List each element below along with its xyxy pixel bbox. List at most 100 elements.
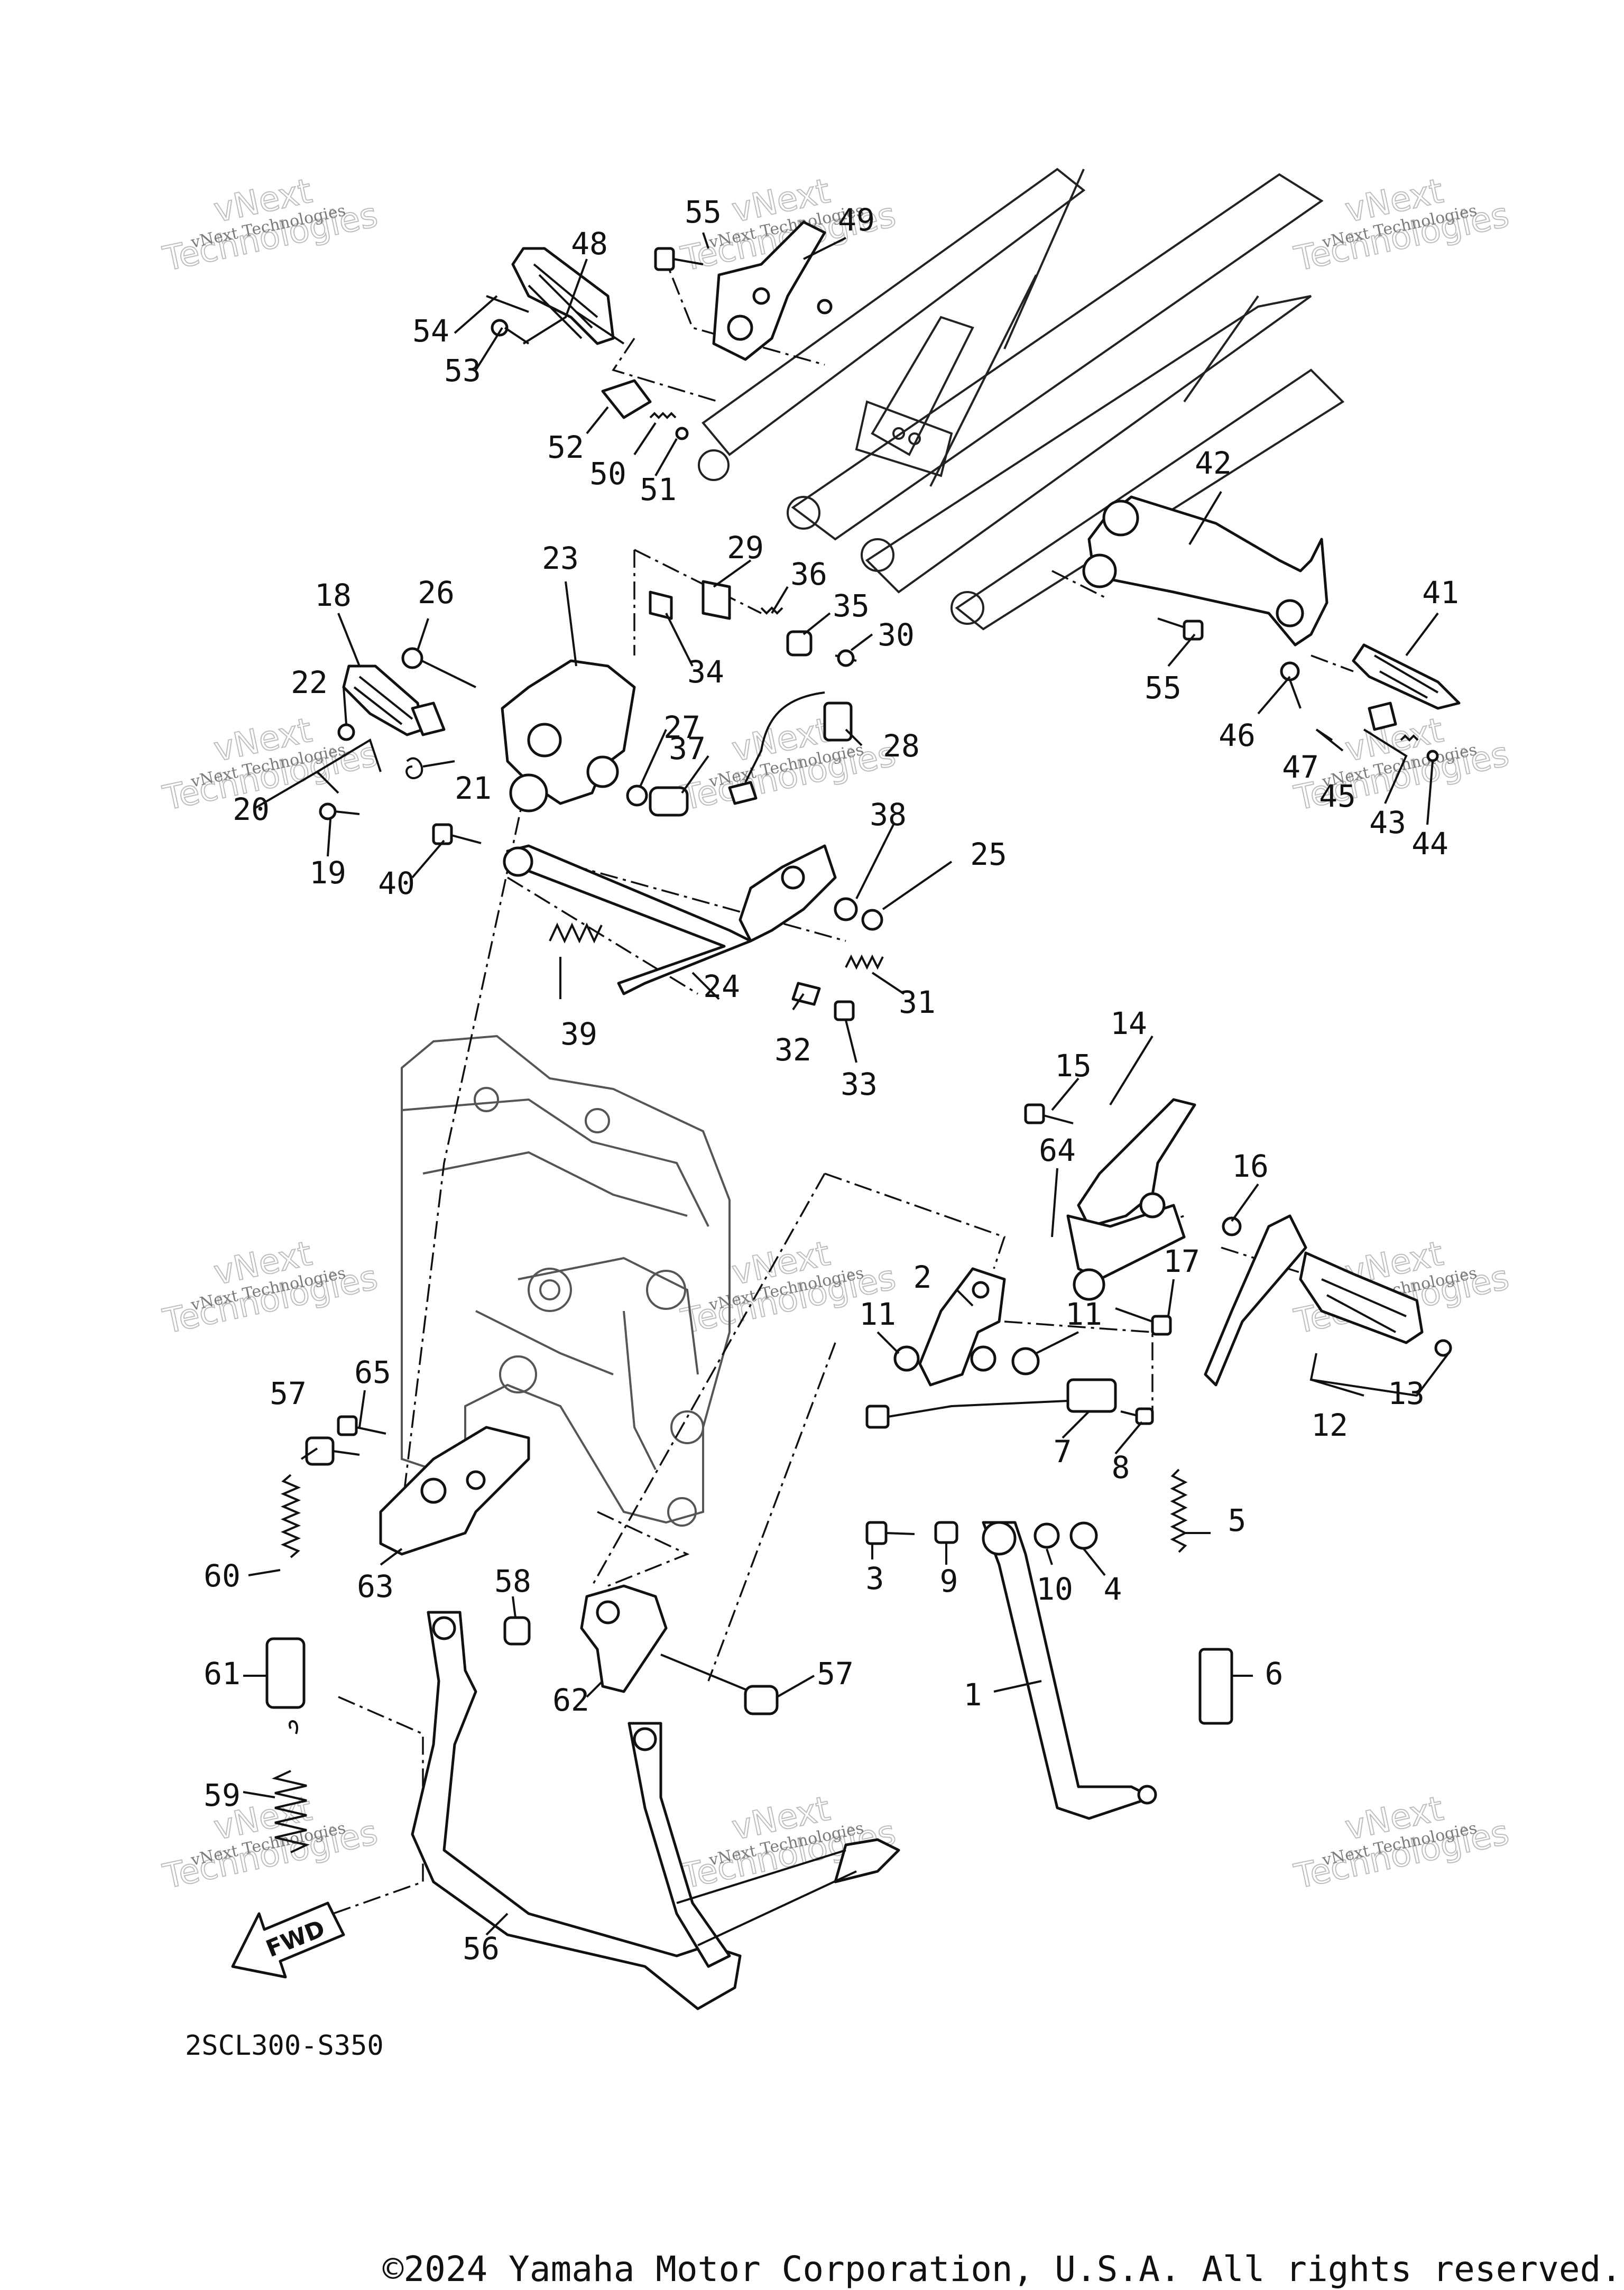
- part-1-sidestand: [982, 1521, 1157, 1820]
- parts-5-6: [1170, 1469, 1233, 1725]
- callout-55: 55: [685, 194, 722, 230]
- callout-57: 57: [270, 1375, 307, 1411]
- part-24-pedal: [503, 844, 752, 995]
- part-48-footrest: [511, 247, 615, 345]
- callout-63: 63: [357, 1568, 394, 1604]
- parts-29-36: [649, 580, 857, 667]
- part-58: [503, 1616, 531, 1646]
- callout-24: 24: [703, 968, 740, 1004]
- callout-29: 29: [727, 530, 764, 566]
- callout-37: 37: [669, 731, 706, 767]
- callout-59: 59: [204, 1777, 241, 1813]
- bolt-55-top: [654, 247, 704, 271]
- callout-41: 41: [1422, 575, 1459, 611]
- rear-frame: [698, 168, 1345, 631]
- callout-62: 62: [552, 1682, 589, 1718]
- part-56-mainstand: [411, 1611, 900, 2010]
- callout-22: 22: [291, 664, 328, 700]
- part-62-bracket: [580, 1584, 668, 1693]
- callout-36: 36: [790, 556, 827, 592]
- callout-12: 12: [1311, 1407, 1348, 1443]
- pin-53-54: [486, 295, 530, 345]
- callout-43: 43: [1369, 805, 1406, 841]
- callout-47: 47: [1282, 749, 1319, 785]
- washers-11: [893, 1345, 1040, 1375]
- callout-54: 54: [412, 313, 449, 349]
- callout-40: 40: [378, 865, 415, 901]
- copyright-notice: ©2024 Yamaha Motor Corporation, U.S.A. A…: [382, 2249, 1622, 2289]
- callout-49: 49: [838, 202, 875, 238]
- callout-33: 33: [841, 1066, 878, 1102]
- callout-2: 2: [914, 1259, 932, 1295]
- part-14-bracket: [1066, 1098, 1196, 1301]
- part-41-footrest: [1352, 643, 1461, 710]
- parts-3-9-10-4: [865, 1521, 1098, 1550]
- callout-56: 56: [463, 1931, 500, 1966]
- pivot-57-left: [305, 1436, 360, 1466]
- callout-19: 19: [309, 855, 346, 891]
- parts-7-8: [865, 1378, 1154, 1429]
- callout-7: 7: [1054, 1434, 1072, 1470]
- callout-48: 48: [571, 226, 608, 262]
- callout-60: 60: [204, 1558, 241, 1594]
- callout-61: 61: [204, 1656, 241, 1692]
- part-23-bracket: [501, 659, 636, 812]
- callout-11: 11: [1065, 1296, 1102, 1332]
- collar-27-37: [626, 784, 689, 817]
- callout-32: 32: [774, 1032, 811, 1068]
- callout-10: 10: [1036, 1571, 1073, 1607]
- spring-59: [271, 1720, 310, 1853]
- callout-58: 58: [494, 1563, 531, 1599]
- callout-44: 44: [1411, 826, 1448, 862]
- callout-leaders: [243, 232, 1450, 1936]
- callout-26: 26: [418, 575, 455, 611]
- part-42-bracket: [1082, 495, 1328, 647]
- bolt-26: [401, 647, 476, 688]
- callout-16: 16: [1232, 1148, 1269, 1184]
- callout-31: 31: [899, 984, 936, 1020]
- callout-46: 46: [1219, 717, 1256, 753]
- part-28-switch: [728, 691, 853, 805]
- callout-35: 35: [833, 588, 870, 624]
- callout-1: 1: [964, 1677, 982, 1713]
- callout-64: 64: [1039, 1132, 1076, 1168]
- callout-28: 28: [883, 728, 920, 764]
- pivot-57-right: [660, 1654, 779, 1715]
- callout-57: 57: [817, 1656, 854, 1692]
- callout-18: 18: [315, 577, 352, 613]
- callout-27: 27: [663, 709, 700, 745]
- callout-13: 13: [1388, 1375, 1425, 1411]
- callout-39: 39: [560, 1016, 597, 1052]
- callout-4: 4: [1104, 1571, 1122, 1607]
- callout-30: 30: [878, 617, 915, 653]
- parts-43-47: [1280, 661, 1439, 762]
- bolt-65: [337, 1415, 386, 1436]
- callout-3: 3: [866, 1560, 884, 1596]
- callout-65: 65: [354, 1354, 391, 1390]
- parts-19-22: [319, 701, 446, 820]
- callout-23: 23: [542, 540, 579, 576]
- part-12-pedal: [1204, 1214, 1452, 1387]
- callout-11: 11: [859, 1296, 896, 1332]
- callout-34: 34: [687, 654, 724, 690]
- bolt-55-right: [1157, 617, 1204, 641]
- callout-42: 42: [1195, 445, 1232, 481]
- callout-50: 50: [589, 456, 626, 492]
- callout-14: 14: [1110, 1005, 1147, 1041]
- parts-50-51-52: [601, 379, 689, 440]
- callout-5: 5: [1228, 1502, 1247, 1538]
- part-49-bracket: [712, 220, 833, 361]
- spring-60: [280, 1474, 301, 1558]
- callout-38: 38: [870, 797, 907, 833]
- callout-9: 9: [940, 1563, 958, 1599]
- fwd-arrow-icon: FWD: [231, 1901, 345, 1979]
- callout-45: 45: [1319, 778, 1356, 814]
- callout-53: 53: [444, 353, 481, 389]
